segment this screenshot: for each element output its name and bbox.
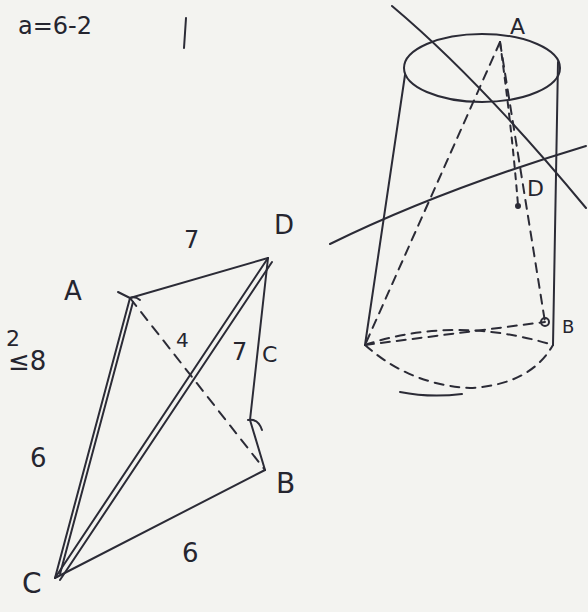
equation: a=6-2 <box>18 14 92 38</box>
dimension: 2 <box>6 328 20 350</box>
point-label: B <box>562 318 574 336</box>
point-label: C <box>262 344 277 366</box>
pen-stroke <box>184 18 186 48</box>
dimension: 4 <box>176 330 189 350</box>
point-label: C <box>22 570 42 598</box>
dimension: 6 <box>30 445 47 471</box>
dimension: ≤8 <box>8 348 46 374</box>
dimension: 7 <box>232 340 247 364</box>
point-label: D <box>274 212 294 238</box>
point-label: A <box>510 16 525 38</box>
point-label: B <box>276 470 295 498</box>
point-label: D <box>527 178 544 200</box>
tetrahedron <box>55 258 272 580</box>
cylinder <box>330 6 586 396</box>
point-label: A <box>64 278 82 304</box>
dimension: 6 <box>182 540 199 566</box>
dimension: 7 <box>184 228 199 252</box>
